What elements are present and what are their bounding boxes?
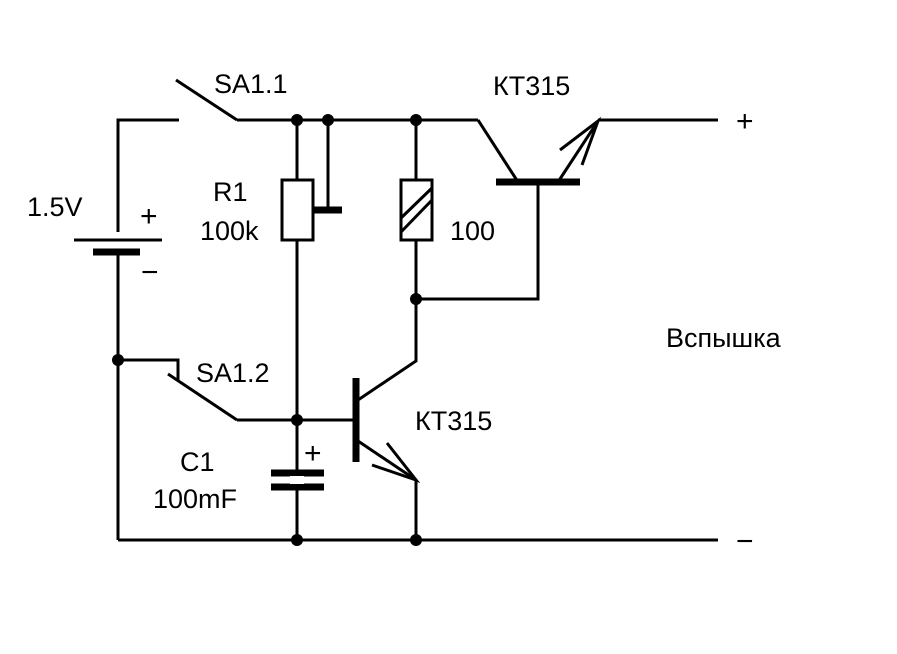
transistor-bottom-label: КТ315 xyxy=(415,406,492,436)
c1-name-label: C1 xyxy=(180,447,215,477)
wire-base-top-transistor xyxy=(416,182,540,301)
junction-dot xyxy=(112,354,124,366)
resistor-heater xyxy=(399,120,540,360)
battery-minus-label: − xyxy=(141,256,159,289)
capacitor-c1 xyxy=(271,469,324,491)
switch-sa1-1 xyxy=(175,78,478,122)
switch-sa1-1-label: SA1.1 xyxy=(214,69,288,99)
resistor-r1 xyxy=(280,120,342,540)
heater-value-label: 100 xyxy=(450,216,495,246)
wire-battery-top xyxy=(116,118,179,232)
transistor-bottom-collector xyxy=(357,359,418,402)
wire-sa1-2-contact xyxy=(118,358,180,380)
switch-sa1-1-blade xyxy=(175,78,238,122)
transistor-bottom xyxy=(297,359,421,540)
transistor-top-collector xyxy=(476,119,520,183)
junction-dot xyxy=(291,414,303,426)
transistor-top-label: КТ315 xyxy=(493,71,570,101)
junction-dot xyxy=(410,534,422,546)
transistor-top-emitter xyxy=(556,120,600,183)
resistor-heater-body xyxy=(399,178,434,242)
load-label: Вспышка xyxy=(666,323,782,353)
battery xyxy=(74,118,179,540)
heater-mark-2 xyxy=(399,186,434,220)
junction-dot xyxy=(410,114,422,126)
switch-sa1-2-blade xyxy=(167,372,238,422)
junction-dot xyxy=(410,293,422,305)
r1-value-label: 100k xyxy=(200,216,259,246)
junction-dot xyxy=(291,534,303,546)
junction-dot xyxy=(322,114,334,126)
r1-name-label: R1 xyxy=(213,177,248,207)
c1-plus-label: + xyxy=(304,437,322,470)
junctions xyxy=(112,114,422,546)
battery-voltage-label: 1.5V xyxy=(27,192,83,222)
heater-mark-1 xyxy=(399,198,434,234)
switch-sa1-2 xyxy=(118,358,297,422)
resistor-r1-body xyxy=(280,178,315,242)
output-plus-label: + xyxy=(736,105,754,138)
junction-dot xyxy=(291,114,303,126)
transistor-top xyxy=(476,116,718,186)
c1-value-label: 100mF xyxy=(153,484,237,514)
switch-sa1-2-label: SA1.2 xyxy=(196,358,270,388)
battery-plus-label: + xyxy=(140,200,158,233)
transistor-bottom-emitter xyxy=(357,439,417,482)
output-minus-label: − xyxy=(736,525,754,558)
